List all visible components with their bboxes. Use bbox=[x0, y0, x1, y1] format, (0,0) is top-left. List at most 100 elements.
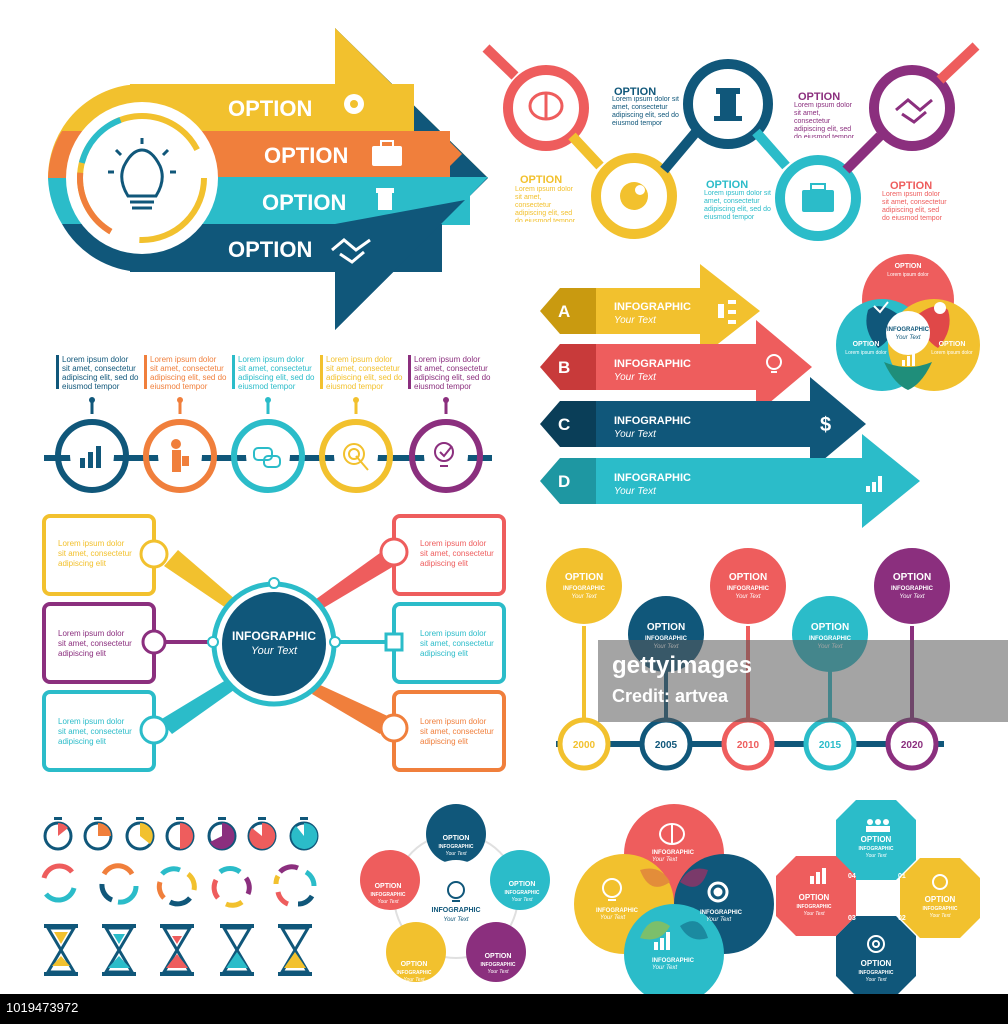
flower-text-2: Your Text bbox=[512, 897, 534, 903]
venn3-center bbox=[886, 311, 930, 355]
chain-group: Lorem ipsum dolor sit amet, consectetur … bbox=[44, 355, 492, 493]
hub-box-1-line-3: adipiscing elit bbox=[58, 559, 107, 568]
octagon-left bbox=[776, 856, 856, 936]
chain-text-5-line-4: eiusmod tempor bbox=[414, 382, 472, 391]
flower-center-sub: Your Text bbox=[443, 917, 468, 923]
chain-text-1-line-1: Lorem ipsum dolor bbox=[62, 355, 129, 364]
chain-text-block-2: Lorem ipsum dolor sit amet, consectetur … bbox=[144, 355, 227, 391]
head-gear-icon bbox=[344, 94, 364, 114]
clover-text-1: Your Text bbox=[652, 857, 677, 863]
stopwatch-icon bbox=[125, 817, 155, 851]
chain-text-bar-2 bbox=[144, 355, 147, 389]
flower-title-1: OPTION bbox=[443, 835, 470, 842]
venn3-label-left: OPTION bbox=[853, 341, 880, 348]
hub-box-2-line-1: Lorem ipsum dolor bbox=[58, 629, 125, 638]
hub-dot-top bbox=[268, 577, 280, 589]
hub-center-sub: Your Text bbox=[251, 645, 298, 657]
chess-rook-icon bbox=[376, 188, 394, 210]
flask-icon bbox=[139, 715, 169, 745]
octagon-text-4: Your Text bbox=[804, 911, 826, 917]
octagon-center bbox=[860, 880, 892, 914]
abcd-title-d: INFOGRAPHIC bbox=[614, 472, 691, 484]
clover-text-4: Your Text bbox=[652, 965, 677, 971]
octagon-title-1: OPTION bbox=[861, 835, 892, 844]
chain-text-4-line-3: adipiscing elit, sed do bbox=[326, 373, 403, 382]
head-gear-icon bbox=[620, 182, 648, 210]
timeline-text-5: Your Text bbox=[899, 594, 924, 600]
abcd-letter-d: D bbox=[558, 472, 570, 491]
footer-bar bbox=[0, 994, 1008, 1024]
venn3-label-top: OPTION bbox=[895, 263, 922, 270]
chain-text-block-1: Lorem ipsum dolor sit amet, consectetur … bbox=[56, 355, 139, 391]
chain-node-4 bbox=[319, 397, 393, 493]
chain-text-block-4: Lorem ipsum dolor sit amet, consectetur … bbox=[320, 355, 403, 391]
chain-text-5-line-3: adipiscing elit, sed do bbox=[414, 373, 491, 382]
stopwatch-icon bbox=[83, 817, 113, 851]
handshake-icon bbox=[331, 238, 371, 264]
octagon-number-2: 02 bbox=[898, 915, 906, 922]
venn3-center-sub: Your Text bbox=[895, 335, 920, 341]
abcd-group: A B C D INFOGRAPHIC Your Text INFOGRAPHI… bbox=[540, 264, 920, 528]
hub-box-5-line-2: sit amet, consectetur bbox=[420, 639, 494, 648]
abcd-title-c: INFOGRAPHIC bbox=[614, 415, 691, 427]
hub-dot-right bbox=[329, 636, 341, 648]
briefcase-icon bbox=[372, 140, 402, 166]
bar-chart-icon bbox=[866, 476, 882, 492]
target-icon bbox=[867, 935, 885, 953]
hub-box-3-line-3: adipiscing elit bbox=[58, 737, 107, 746]
hub-box-4-line-1: Lorem ipsum dolor bbox=[420, 539, 487, 548]
hub-beam-3 bbox=[160, 680, 234, 734]
click-target-icon bbox=[343, 443, 369, 471]
flower-text-5: Your Text bbox=[378, 899, 400, 905]
wave-connector-4 bbox=[842, 132, 884, 174]
growth-chart-icon bbox=[80, 446, 101, 468]
flower-sub-3: INFOGRAPHIC bbox=[481, 962, 516, 968]
timeline-sub-2: INFOGRAPHIC bbox=[645, 636, 688, 642]
checkmark-bulb-icon bbox=[434, 442, 454, 467]
chain-node-2 bbox=[143, 397, 217, 493]
abcd-sub-a: Your Text bbox=[614, 315, 657, 326]
stopwatch-icon bbox=[289, 817, 319, 851]
brain-icon bbox=[659, 823, 685, 845]
abcd-tab-a bbox=[540, 288, 596, 334]
chain-text-1-line-4: eiusmod tempor bbox=[62, 382, 120, 391]
flower-petal-bottom-left bbox=[386, 922, 446, 982]
abcd-tab-c bbox=[540, 401, 596, 447]
lightbulb-icon bbox=[766, 354, 782, 373]
octagon-sub-2: INFOGRAPHIC bbox=[923, 906, 958, 912]
chain-text-4-line-4: eiusmod tempor bbox=[326, 382, 384, 391]
clover-overlap-tr bbox=[680, 868, 708, 887]
abcd-sub-d: Your Text bbox=[614, 486, 657, 497]
chain-text-bar-1 bbox=[56, 355, 59, 389]
timeline-text-3: Your Text bbox=[735, 594, 760, 600]
head-gear-icon bbox=[379, 537, 409, 567]
octagon-number-3: 03 bbox=[848, 915, 856, 922]
handshake-icon bbox=[895, 98, 933, 124]
clover-sub-3: INFOGRAPHIC bbox=[700, 910, 743, 916]
hub-box-text-6: Lorem ipsum dolor sit amet, consectetur … bbox=[420, 717, 494, 746]
briefcase-icon bbox=[802, 183, 834, 212]
timeline-sub-3: INFOGRAPHIC bbox=[727, 586, 770, 592]
hub-box-text-1: Lorem ipsum dolor sit amet, consectetur … bbox=[58, 539, 132, 568]
chain-text-1-line-3: adipiscing elit, sed do bbox=[62, 373, 139, 382]
chain-text-2-line-2: sit amet, consectetur bbox=[150, 364, 224, 373]
hierarchy-icon bbox=[718, 300, 736, 324]
hub-box-4-line-3: adipiscing elit bbox=[420, 559, 469, 568]
wave-circle-3 bbox=[683, 59, 773, 149]
clover-sub-4: INFOGRAPHIC bbox=[652, 958, 695, 964]
abcd-letter-c: C bbox=[558, 415, 570, 434]
clover-overlap-tl bbox=[640, 868, 670, 887]
abcd-arrow-d bbox=[584, 434, 920, 528]
wave-connector-2 bbox=[660, 128, 700, 174]
octagon-text-3: Your Text bbox=[866, 977, 888, 983]
wave-line-end bbox=[936, 42, 980, 84]
flower-sub-5: INFOGRAPHIC bbox=[371, 892, 406, 898]
venn3-center-title: INFOGRAPHIC bbox=[887, 327, 930, 333]
watermark-overlay bbox=[598, 640, 1008, 722]
octagon-bottom bbox=[836, 916, 916, 996]
big-arrow-head-navy bbox=[335, 200, 465, 330]
hub-box-2-line-3: adipiscing elit bbox=[58, 649, 107, 658]
hourglass-icon bbox=[44, 924, 78, 976]
flower-petal-bottom-right bbox=[466, 922, 526, 982]
growth-chart-icon bbox=[654, 932, 670, 950]
